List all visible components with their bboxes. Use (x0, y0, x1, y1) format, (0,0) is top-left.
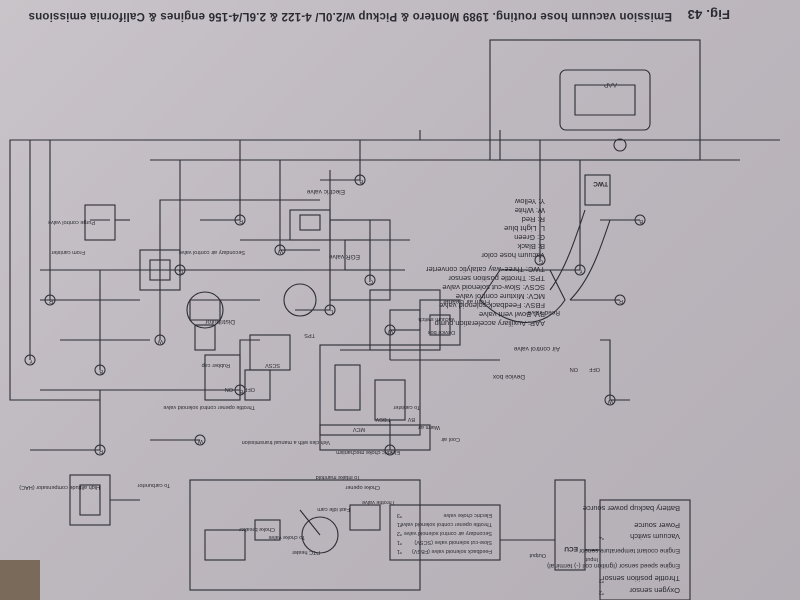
carburetor-body (369, 289, 441, 351)
hose-tag: R (619, 298, 623, 304)
hose-line (279, 160, 320, 251)
hose-line (159, 199, 320, 340)
distributor-body (186, 291, 224, 329)
hose-tag: B (359, 178, 363, 184)
hose-tag: Y (389, 448, 393, 454)
manifold (319, 344, 421, 436)
ecu-box (554, 479, 586, 571)
hose-line (320, 140, 361, 181)
hose-tag: Y (29, 358, 33, 364)
hose-tag: Y (579, 268, 583, 274)
hose-tag: W (387, 328, 393, 334)
hose-tag: B (239, 388, 243, 394)
hose-tag: G (178, 268, 183, 274)
hose-line (550, 160, 581, 271)
secondary-air-valve (139, 249, 181, 291)
hose-tag: R (49, 298, 53, 304)
hose-tag: L (329, 308, 333, 314)
hose-tag: R (239, 218, 243, 224)
hose-line (600, 339, 630, 401)
hose-tag: W (277, 248, 283, 254)
egr-block (329, 219, 391, 301)
choke-valve (301, 516, 339, 554)
purge-valve (84, 204, 116, 241)
hose-line (30, 390, 101, 451)
hose-tag: G (538, 258, 543, 264)
twc-box (584, 174, 611, 206)
hose-line (9, 139, 780, 401)
hose-line (49, 140, 65, 301)
hose-tag: W (157, 338, 163, 344)
aap-inset-box (489, 39, 701, 161)
page-edge-shadow (0, 560, 40, 600)
choke-inset-box (189, 479, 421, 591)
hose-tag: R (99, 448, 103, 454)
hose-tag: B (99, 368, 103, 374)
exhaust-pipe (569, 219, 611, 301)
tps-sensor (283, 283, 317, 317)
ecu-output-box (389, 504, 501, 561)
hose-tag: W (197, 438, 203, 444)
hose-tag: G (368, 278, 373, 284)
vacuum-switch-box (419, 299, 461, 346)
hose-line (200, 140, 241, 221)
hac-unit (69, 474, 111, 526)
air-cleaner-housing (479, 269, 566, 323)
hose-tag: B (639, 218, 643, 224)
hose-tag: W (607, 398, 613, 404)
scsv-block (204, 354, 241, 401)
